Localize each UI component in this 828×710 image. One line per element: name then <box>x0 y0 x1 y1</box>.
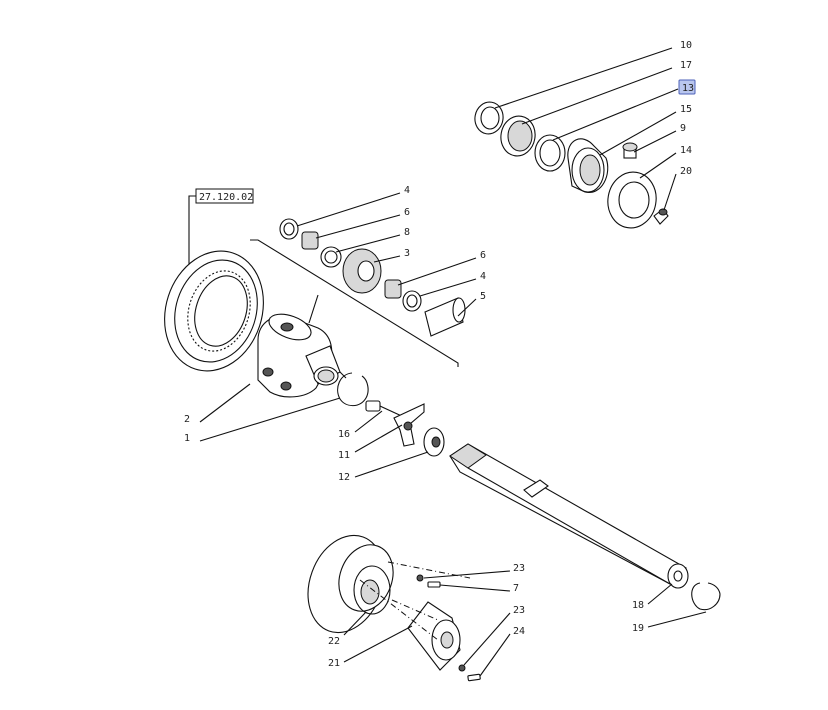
svg-text:21: 21 <box>328 658 340 669</box>
callout-5[interactable]: 5 <box>480 291 486 302</box>
svg-text:6: 6 <box>480 250 486 261</box>
callout-22[interactable]: 22 <box>328 636 340 647</box>
callout-4-upper[interactable]: 4 <box>404 185 410 196</box>
main-shaft <box>449 443 689 589</box>
svg-text:12: 12 <box>338 472 350 483</box>
svg-text:16: 16 <box>338 429 350 440</box>
svg-text:8: 8 <box>404 227 410 238</box>
svg-text:2: 2 <box>184 414 190 425</box>
svg-text:3: 3 <box>404 248 410 259</box>
centerline-2 <box>391 599 439 621</box>
svg-text:7: 7 <box>513 583 519 594</box>
bracket-to-carrier <box>308 294 319 324</box>
callout-21[interactable]: 21 <box>328 658 340 669</box>
svg-text:9: 9 <box>680 123 686 134</box>
leader-lines <box>199 47 707 677</box>
svg-text:10: 10 <box>680 40 692 51</box>
svg-text:4: 4 <box>404 185 410 196</box>
svg-text:20: 20 <box>680 166 692 177</box>
snap-ring-19 <box>691 582 721 611</box>
reference-box-label: 27.120.02 <box>199 192 253 203</box>
callout-11[interactable]: 11 <box>338 450 350 461</box>
callout-1[interactable]: 1 <box>184 433 190 444</box>
planet-gear-stack <box>279 218 466 337</box>
callout-23-upper[interactable]: 23 <box>513 563 525 574</box>
svg-text:6: 6 <box>404 207 410 218</box>
snap-ring-1 <box>337 371 369 407</box>
upper-bearing-stack <box>474 101 669 229</box>
callout-4-lower[interactable]: 4 <box>480 271 486 282</box>
svg-text:23: 23 <box>513 605 525 616</box>
svg-text:19: 19 <box>632 623 644 634</box>
callout-13-highlighted[interactable]: 13 <box>678 79 696 95</box>
svg-text:23: 23 <box>513 563 525 574</box>
callout-6-lower[interactable]: 6 <box>480 250 486 261</box>
centerline-3 <box>359 579 439 641</box>
svg-text:1: 1 <box>184 433 190 444</box>
callout-14[interactable]: 14 <box>680 145 692 156</box>
svg-text:18: 18 <box>632 600 644 611</box>
hub-bolts <box>416 574 481 682</box>
callout-3[interactable]: 3 <box>404 248 410 259</box>
svg-text:22: 22 <box>328 636 340 647</box>
svg-text:13: 13 <box>682 83 694 94</box>
svg-text:15: 15 <box>680 104 692 115</box>
callout-23-lower[interactable]: 23 <box>513 605 525 616</box>
reference-leader <box>188 195 196 285</box>
thrust-washer <box>423 427 445 457</box>
svg-text:14: 14 <box>680 145 692 156</box>
callout-16[interactable]: 16 <box>338 429 350 440</box>
callout-17[interactable]: 17 <box>680 60 692 71</box>
callout-9[interactable]: 9 <box>680 123 686 134</box>
reference-box[interactable]: 27.120.02 <box>195 188 254 204</box>
assembly-bracket <box>250 239 459 367</box>
callout-6-upper[interactable]: 6 <box>404 207 410 218</box>
callout-24[interactable]: 24 <box>513 626 525 637</box>
callout-8[interactable]: 8 <box>404 227 410 238</box>
pivot-bracket <box>365 400 425 447</box>
callout-19[interactable]: 19 <box>632 623 644 634</box>
callout-20[interactable]: 20 <box>680 166 692 177</box>
callout-7[interactable]: 7 <box>513 583 519 594</box>
planet-carrier <box>257 313 341 398</box>
svg-text:4: 4 <box>480 271 486 282</box>
callout-18[interactable]: 18 <box>632 600 644 611</box>
callout-15[interactable]: 15 <box>680 104 692 115</box>
ring-gear <box>164 250 264 372</box>
svg-text:24: 24 <box>513 626 525 637</box>
hub-adapter <box>407 601 461 671</box>
wheel-hub <box>307 534 394 634</box>
svg-text:17: 17 <box>680 60 692 71</box>
callout-12[interactable]: 12 <box>338 472 350 483</box>
callout-10[interactable]: 10 <box>680 40 692 51</box>
svg-text:11: 11 <box>338 450 350 461</box>
svg-text:5: 5 <box>480 291 486 302</box>
callout-2[interactable]: 2 <box>184 414 190 425</box>
